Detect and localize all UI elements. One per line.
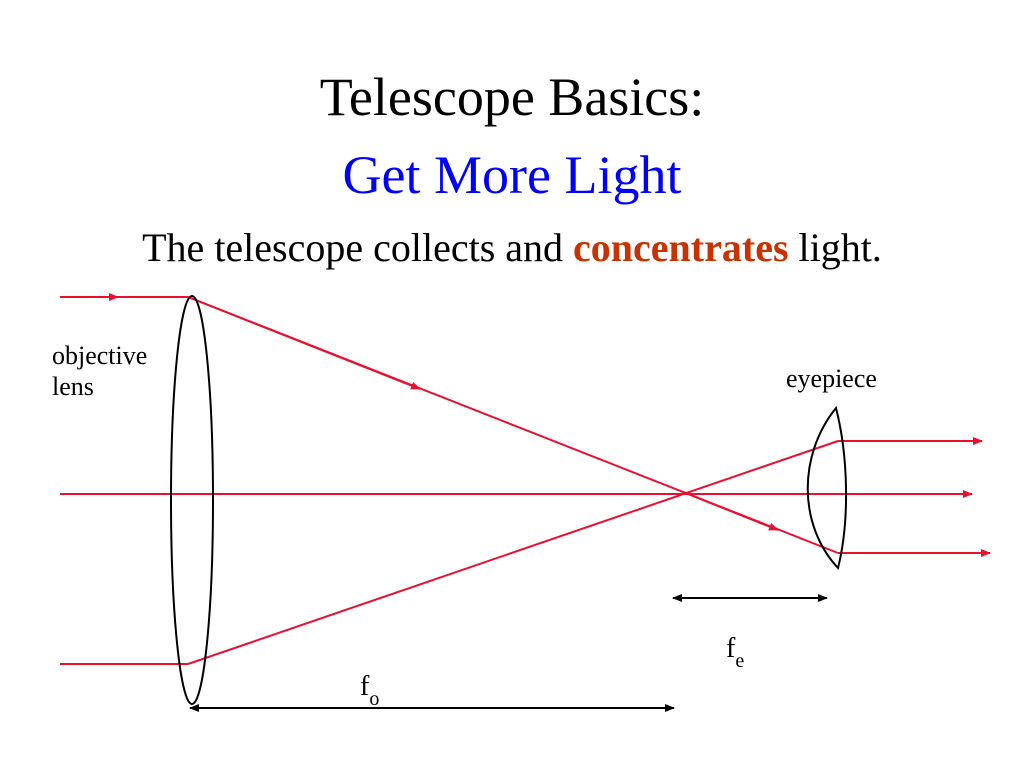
- ray-top-diverging-arrow: [687, 493, 779, 531]
- slide-subtitle-heading: Get More Light: [342, 145, 682, 205]
- eyepiece-label: eyepiece: [786, 364, 877, 393]
- objective-lens-label: objective lens: [52, 340, 192, 402]
- objective-label-line1: objective: [52, 341, 148, 370]
- caption-text-end: light.: [788, 225, 882, 270]
- light-rays: [60, 293, 991, 665]
- fo-label-main: f: [360, 671, 370, 702]
- caption-emphasis: concentrates: [573, 225, 789, 270]
- objective-label-line2: lens: [52, 372, 94, 402]
- caption-sentence: The telescope collects and concentrates …: [0, 228, 1024, 268]
- fo-label-subscript: o: [369, 688, 380, 710]
- fe-label-subscript: e: [735, 650, 745, 672]
- ray-top-refracted-arrow: [187, 296, 421, 390]
- slide-title: Telescope Basics:: [319, 67, 705, 127]
- fe-label: fe: [726, 633, 744, 672]
- caption-text-start: The telescope collects and: [142, 225, 574, 270]
- fo-label: fo: [360, 671, 379, 710]
- eyepiece-lens: [806, 405, 848, 571]
- fe-label-main: f: [726, 633, 736, 664]
- ray-bottom-refracted: [187, 440, 839, 665]
